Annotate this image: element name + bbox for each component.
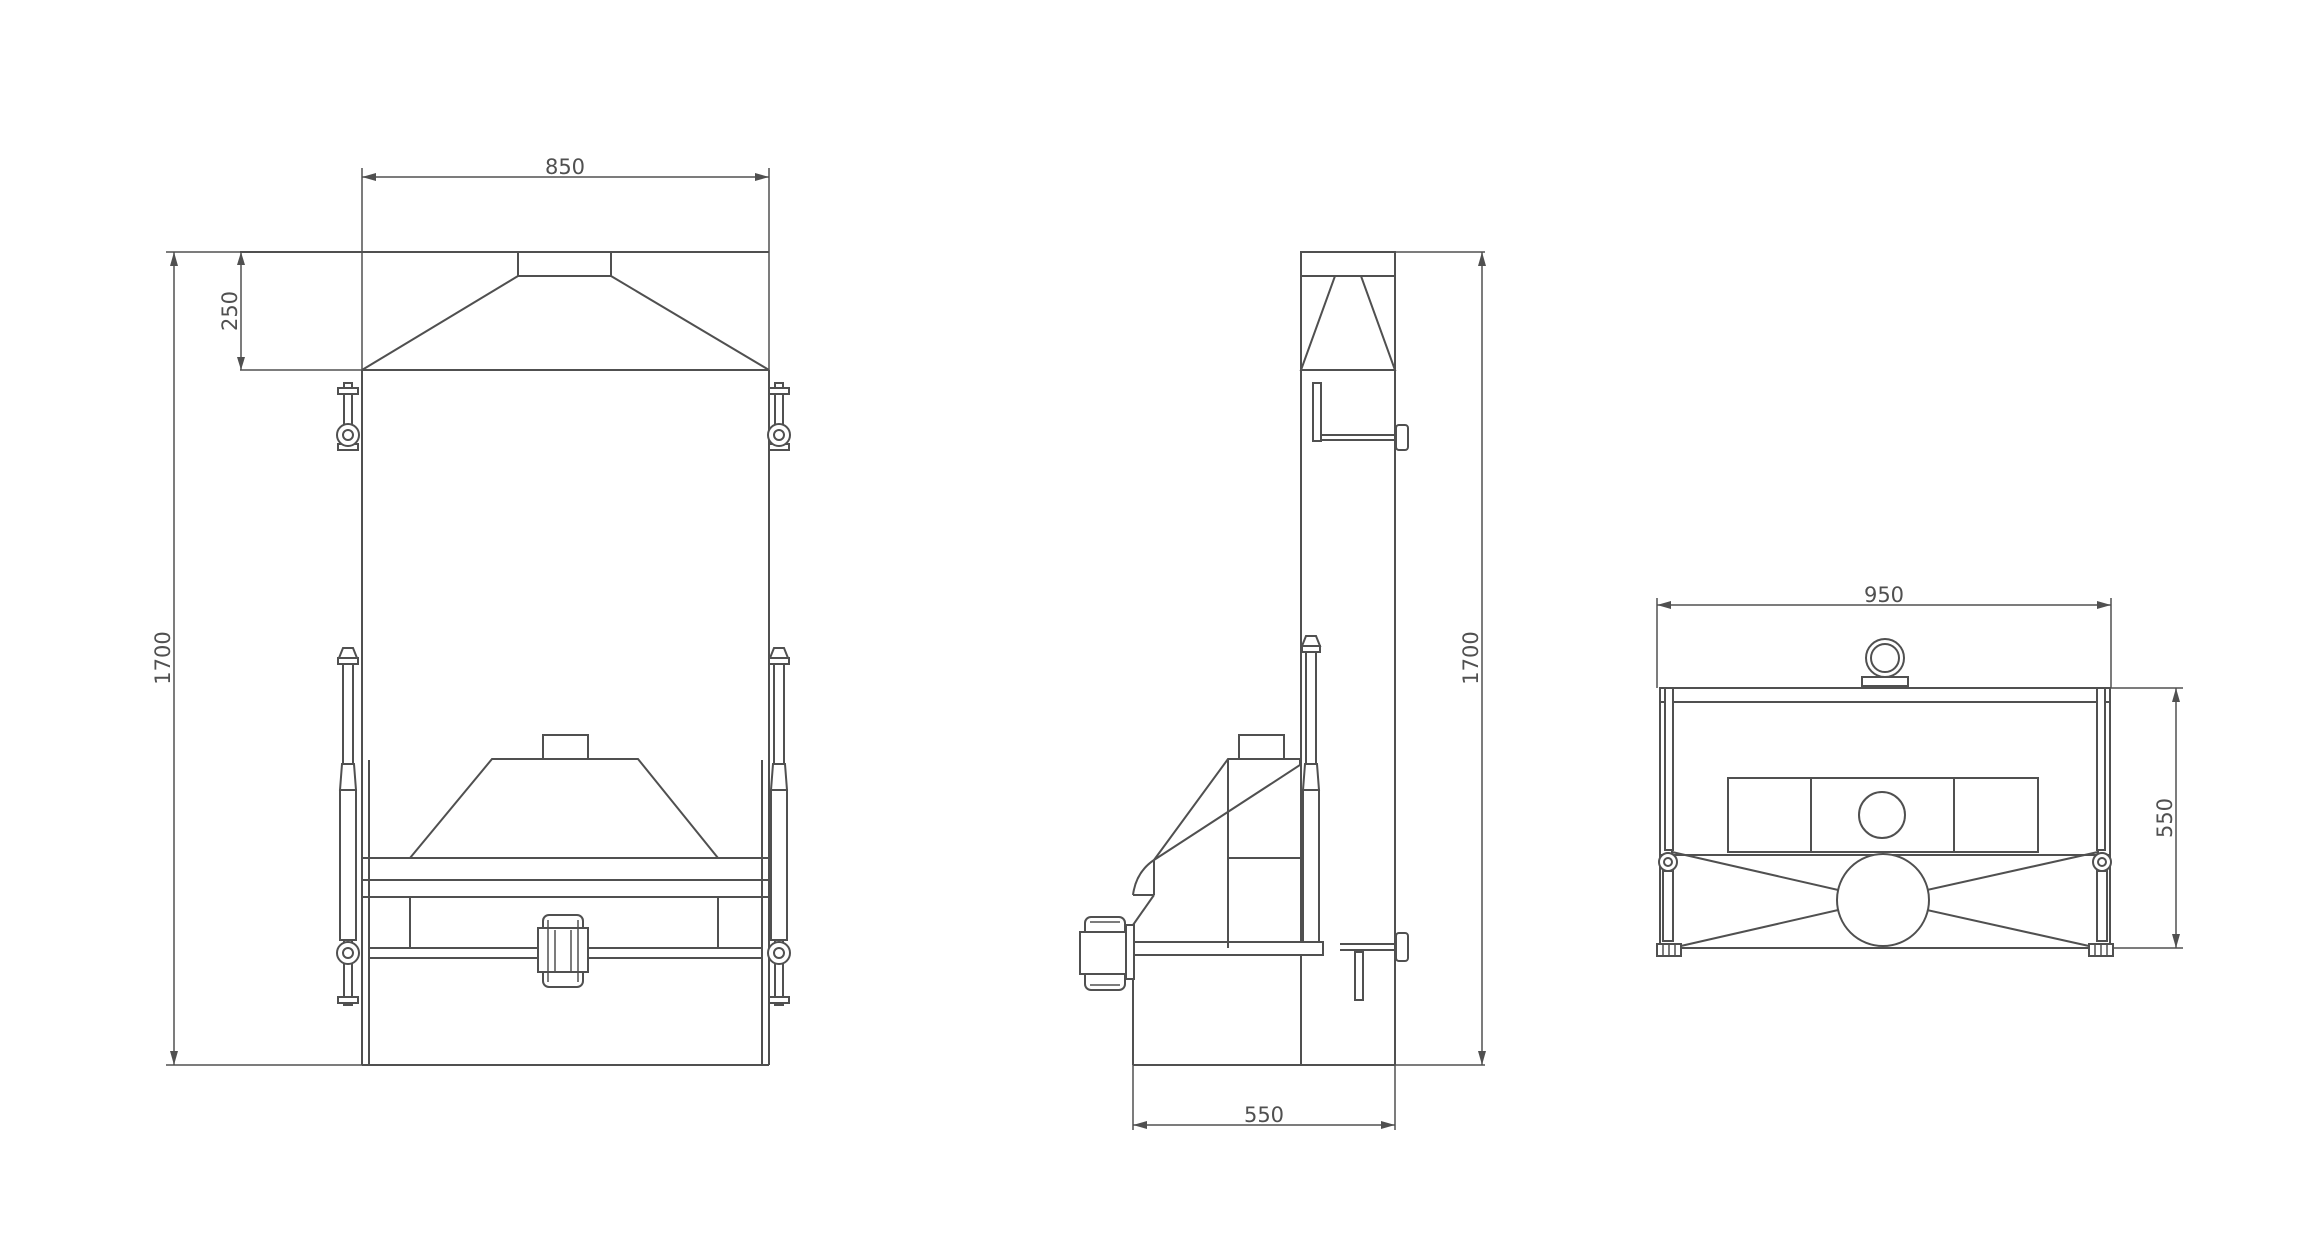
side-depth-label: 550 <box>1244 1103 1284 1127</box>
side-upper-handle <box>1312 382 1409 451</box>
front-hood-label: 250 <box>218 291 242 331</box>
front-width-label: 850 <box>545 155 585 179</box>
side-motor <box>1079 916 1135 991</box>
top-frame <box>1659 687 2111 949</box>
side-height-dimension: 1700 <box>1392 251 1486 1066</box>
right-lifting-rod <box>767 647 791 1006</box>
side-height-label: 1700 <box>1459 631 1483 684</box>
top-left-foot <box>1656 852 1682 957</box>
top-hopper-box <box>1727 777 2039 853</box>
front-view: 850 1700 250 <box>151 155 791 1066</box>
side-lifting-rod <box>1300 635 1322 946</box>
front-height-dimension: 1700 <box>151 251 460 1066</box>
top-bracing <box>1671 851 2099 949</box>
top-hood <box>240 251 770 371</box>
side-column <box>1132 251 1397 1066</box>
front-width-dimension: 850 <box>361 155 770 370</box>
top-width-label: 950 <box>1864 583 1904 607</box>
top-depth-label: 550 <box>2153 798 2177 838</box>
front-hood-dimension: 250 <box>218 252 362 371</box>
side-hopper <box>1132 734 1324 965</box>
front-height-label: 1700 <box>151 631 175 684</box>
top-width-dimension: 950 <box>1656 583 2112 688</box>
side-view: 1700 550 <box>1079 251 1486 1130</box>
upper-left-clamp <box>336 382 360 451</box>
top-depth-dimension: 550 <box>2060 687 2183 949</box>
upper-right-clamp <box>767 382 791 451</box>
left-lifting-rod <box>336 647 360 1006</box>
top-view: 950 550 <box>1656 583 2183 957</box>
vibration-motor <box>537 914 589 988</box>
side-lower-handle <box>1340 932 1409 1001</box>
side-depth-dimension: 550 <box>1132 1065 1396 1130</box>
top-motor <box>1861 638 1909 687</box>
top-right-foot <box>2088 852 2114 957</box>
